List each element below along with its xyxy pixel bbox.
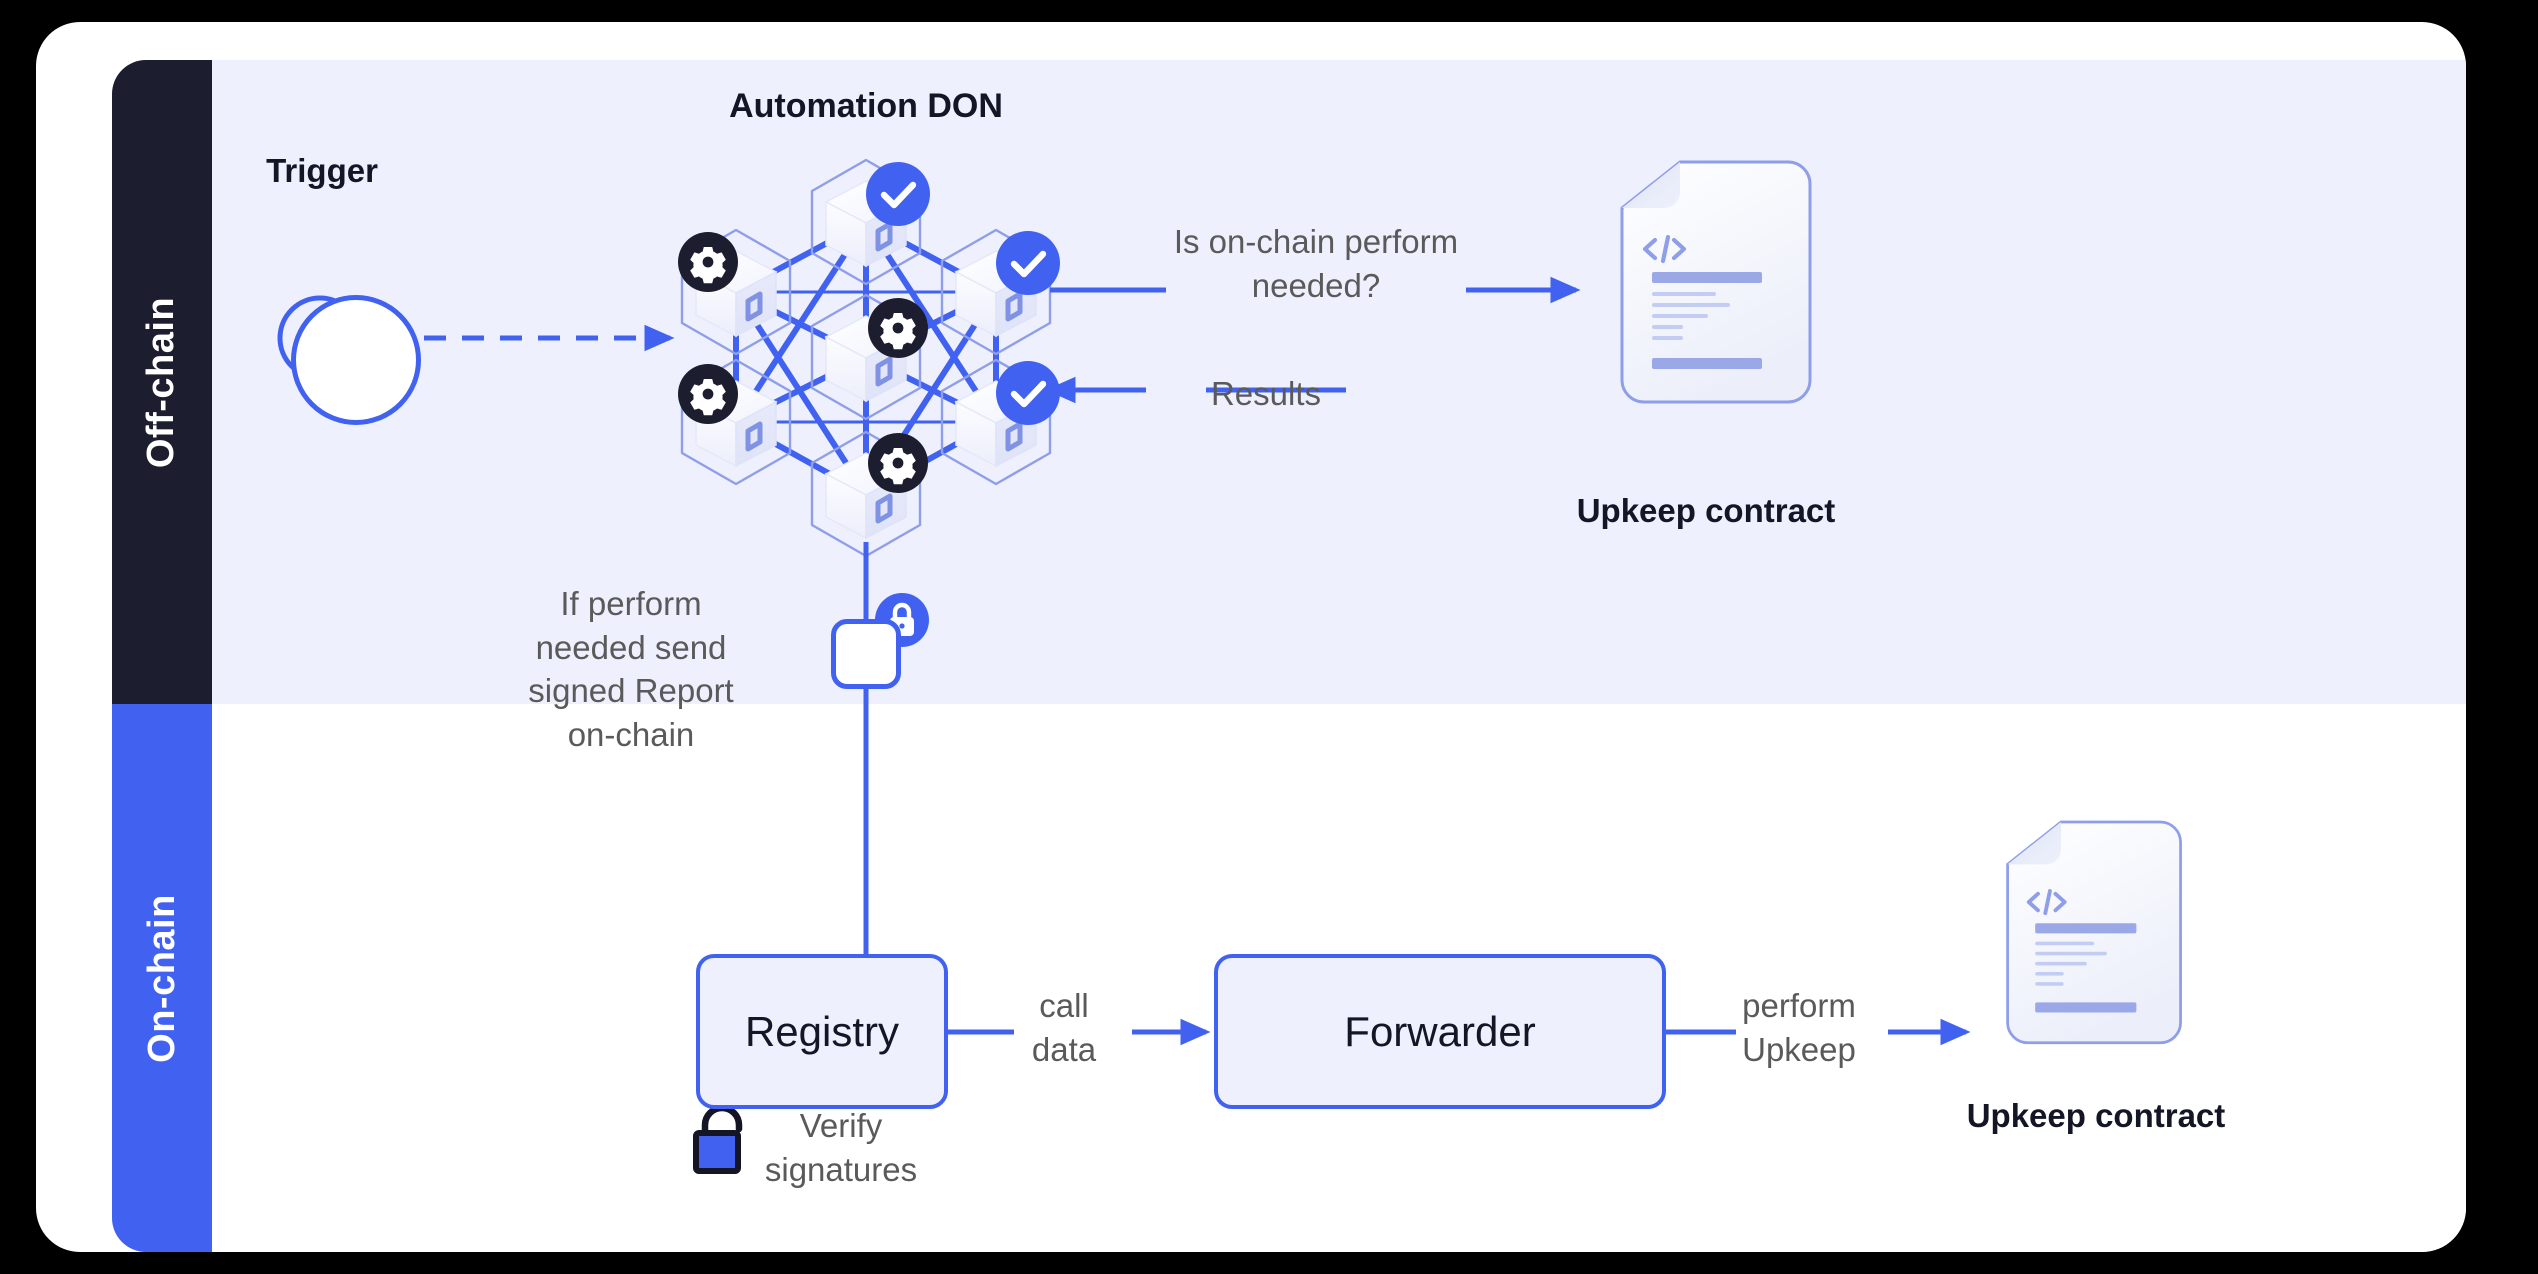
upkeep-contract-label-top: Upkeep contract xyxy=(1576,492,1836,529)
upkeep-contract-label-bottom: Upkeep contract xyxy=(1966,1097,2226,1134)
rail-onchain: On-chain xyxy=(112,704,212,1252)
forwarder-box[interactable]: Forwarder xyxy=(1214,954,1666,1109)
rail-offchain-label: Off-chain xyxy=(140,296,183,468)
calldata-label: call data xyxy=(1031,987,1097,1068)
query-label: Is on-chain perform needed? xyxy=(1173,223,1459,304)
don-title: Automation DON xyxy=(729,87,1003,125)
rail-onchain-label: On-chain xyxy=(140,893,183,1063)
registry-box[interactable]: Registry xyxy=(696,954,948,1109)
perform-upkeep-label: perform Upkeep xyxy=(1742,987,1856,1068)
results-label: Results xyxy=(1210,375,1322,412)
trigger-circle xyxy=(291,295,421,425)
signed-report-badge xyxy=(831,619,901,689)
diagram-card: Off-chain On-chain xyxy=(36,22,2466,1252)
rail-offchain: Off-chain xyxy=(112,60,212,704)
send-report-label: If perform needed send signed Report on-… xyxy=(528,585,734,753)
verify-signatures-label: Verify signatures xyxy=(764,1107,918,1188)
offchain-region xyxy=(212,60,2466,704)
trigger-label: Trigger xyxy=(266,152,378,189)
